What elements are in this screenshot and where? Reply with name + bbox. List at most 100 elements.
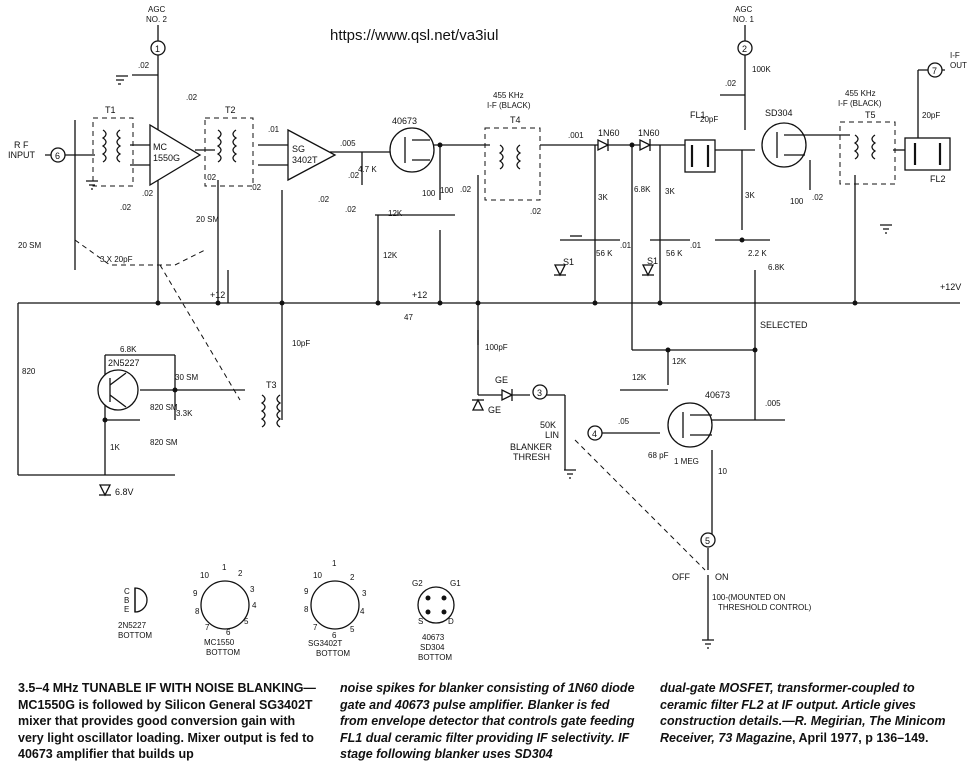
agc-1-label-a: AGC (735, 5, 753, 14)
svg-text:.02: .02 (120, 203, 132, 212)
svg-text:3.3K: 3.3K (176, 409, 193, 418)
svg-text:6.8K: 6.8K (120, 345, 137, 354)
svg-text:GE: GE (488, 405, 501, 415)
svg-text:2: 2 (238, 569, 243, 578)
svg-text:6: 6 (332, 631, 337, 640)
svg-text:3K: 3K (665, 187, 675, 196)
svg-text:SD304: SD304 (765, 108, 793, 118)
agc-2-label-b: NO. 2 (146, 15, 167, 24)
svg-text:12K: 12K (388, 209, 403, 218)
node-2-label: 2 (742, 44, 747, 54)
svg-text:.005: .005 (765, 399, 781, 408)
blanker-label-a: BLANKER (510, 442, 553, 452)
svg-text:G1: G1 (450, 579, 461, 588)
caption-column-3: dual-gate MOSFET, transformer-coupled to… (660, 680, 960, 746)
node-4-label: 4 (592, 429, 597, 439)
transformer-t3: T3 (260, 380, 282, 428)
svg-text:FL1: FL1 (690, 110, 706, 120)
svg-text:1 MEG: 1 MEG (674, 457, 699, 466)
svg-text:BOTTOM: BOTTOM (206, 648, 240, 657)
svg-text:.02: .02 (250, 183, 262, 192)
svg-text:820 SM: 820 SM (150, 403, 178, 412)
node-6 (50, 147, 66, 163)
svg-text:.02: .02 (530, 207, 542, 216)
svg-text:40673: 40673 (422, 633, 445, 642)
svg-text:.02: .02 (345, 205, 357, 214)
node-6-label: 6 (55, 151, 60, 161)
plus-12v-label: +12V (940, 282, 961, 292)
svg-text:8: 8 (304, 605, 309, 614)
gang-tuning-link (74, 239, 706, 571)
svg-text:100pF: 100pF (485, 343, 508, 352)
svg-text:4: 4 (252, 601, 257, 610)
svg-text:.001: .001 (568, 131, 584, 140)
svg-text:.02: .02 (138, 61, 150, 70)
caption-magazine: 73 Magazine (718, 730, 793, 745)
svg-text:B: B (124, 596, 129, 605)
agc-2-label-a: AGC (148, 5, 166, 14)
svg-text:1: 1 (222, 563, 227, 572)
svg-text:S: S (418, 617, 423, 626)
node-markers: 1 2 3 4 5 6 7 (50, 40, 943, 548)
node-4 (587, 425, 603, 441)
bus-label-2: +12 (412, 290, 427, 300)
switch-note-b: THRESHOLD CONTROL) (718, 603, 812, 612)
node-7 (927, 62, 943, 78)
node-2 (737, 40, 753, 56)
svg-text:455 KHz: 455 KHz (845, 89, 876, 98)
transformer-t2: T2 (204, 105, 254, 187)
svg-text:S1: S1 (563, 257, 574, 267)
svg-text:3: 3 (250, 585, 255, 594)
ic-sg3402t: SG 3402T (287, 128, 337, 182)
node-5 (700, 532, 716, 548)
svg-text:GE: GE (495, 375, 508, 385)
pot-label-b: LIN (545, 430, 559, 440)
svg-text:D: D (448, 617, 454, 626)
pinout-sg3402t: 1 2 3 4 5 6 7 8 9 10 SG3402T BOTTOM (304, 559, 367, 658)
svg-text:100: 100 (440, 186, 454, 195)
svg-text:1550G: 1550G (153, 153, 180, 163)
mosfet-40673-amp: 40673 (389, 116, 435, 173)
svg-text:.01: .01 (268, 125, 280, 134)
svg-text:.02: .02 (812, 193, 824, 202)
svg-text:SG: SG (292, 144, 305, 154)
svg-text:56 K: 56 K (596, 249, 613, 258)
svg-text:40673: 40673 (705, 390, 730, 400)
selected-label: SELECTED (760, 320, 808, 330)
svg-text:T5: T5 (865, 110, 876, 120)
svg-text:40673: 40673 (392, 116, 417, 126)
svg-text:T4: T4 (510, 115, 521, 125)
svg-text:455 KHz: 455 KHz (493, 91, 524, 100)
svg-text:4: 4 (360, 607, 365, 616)
ground-symbols (86, 75, 892, 649)
svg-text:6.8V: 6.8V (115, 487, 134, 497)
svg-text:1N60: 1N60 (598, 128, 620, 138)
svg-text:BOTTOM: BOTTOM (418, 653, 452, 662)
svg-text:1: 1 (332, 559, 337, 568)
svg-text:4.7 K: 4.7 K (358, 165, 377, 174)
svg-text:T1: T1 (105, 105, 116, 115)
pinout-mc1550: 1 2 3 4 5 6 7 8 9 10 MC1550 BOTTOM (193, 563, 257, 657)
node-5-label: 5 (705, 536, 710, 546)
caption-text-2: noise spikes for blanker consisting of 1… (340, 681, 635, 761)
node-1 (150, 40, 166, 56)
wiring (17, 25, 960, 640)
pinout-40673-sd304: G2 G1 S D 40673 SD304 BOTTOM (412, 579, 461, 662)
rf-input-label-a: R F (14, 140, 29, 150)
svg-text:3: 3 (362, 589, 367, 598)
svg-text:2: 2 (350, 573, 355, 582)
svg-text:.02: .02 (186, 93, 198, 102)
svg-text:MC1550: MC1550 (204, 638, 235, 647)
svg-text:.05: .05 (618, 417, 630, 426)
svg-text:C: C (124, 587, 130, 596)
svg-text:12K: 12K (632, 373, 647, 382)
svg-text:10: 10 (200, 571, 209, 580)
caption-text-1: 3.5–4 MHz TUNABLE IF WITH NOISE BLANKING… (18, 681, 316, 761)
svg-text:BOTTOM: BOTTOM (118, 631, 152, 640)
svg-text:5: 5 (350, 625, 355, 634)
switch-note-a: 100-(MOUNTED ON (712, 593, 786, 602)
node-3-label: 3 (537, 388, 542, 398)
mosfet-40673-blanker: 40673 (667, 390, 730, 448)
svg-text:7: 7 (313, 623, 318, 632)
